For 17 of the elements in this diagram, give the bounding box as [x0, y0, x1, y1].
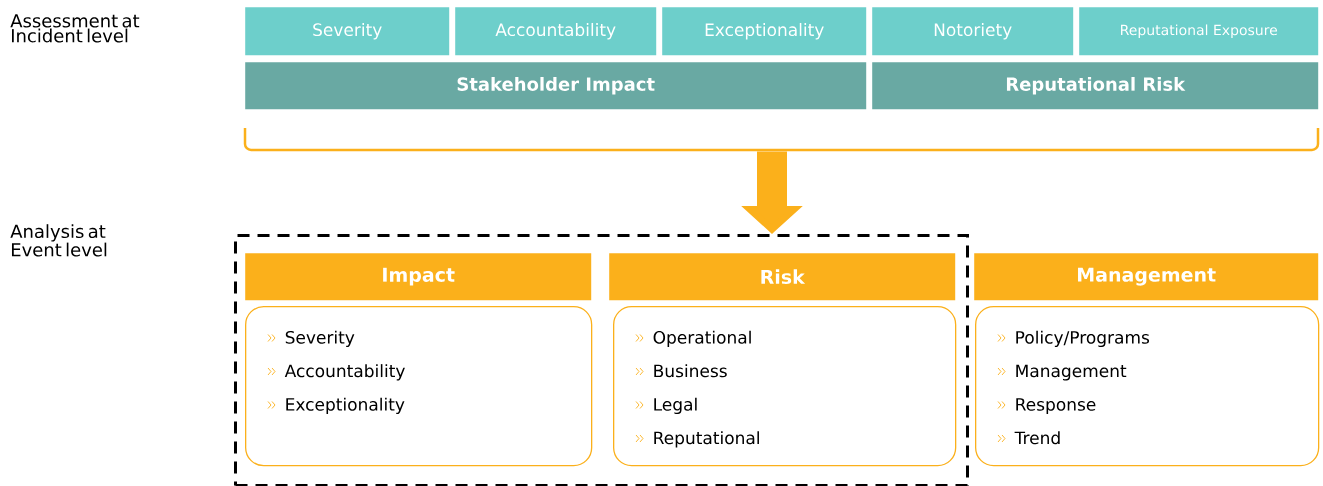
- side-label: Analysis at Event level: [10, 224, 107, 257]
- category-box: Reputational Exposure: [1079, 7, 1319, 56]
- category-box: Severity: [245, 7, 450, 56]
- bullet-list-box: Operational Business Legal Reputational: [613, 306, 957, 467]
- side-label: Assessment at Incident level: [10, 14, 140, 43]
- bullet-list-box: Policy/Programs Management Response Trend: [975, 306, 1320, 467]
- dashed-frame: [234, 234, 969, 486]
- group-bar: Reputational Risk: [872, 62, 1319, 110]
- group-bar: Stakeholder Impact: [245, 62, 867, 110]
- bullet-list-box: Severity Accountability Exceptionality: [245, 306, 593, 467]
- category-box: Notoriety: [872, 7, 1074, 56]
- section-header: Impact: [245, 253, 592, 301]
- category-box: Accountability: [455, 7, 657, 56]
- bracket: [243, 128, 1320, 152]
- section-header: Risk: [609, 253, 956, 301]
- category-box: Exceptionality: [662, 7, 867, 56]
- section-header: Management: [974, 253, 1319, 301]
